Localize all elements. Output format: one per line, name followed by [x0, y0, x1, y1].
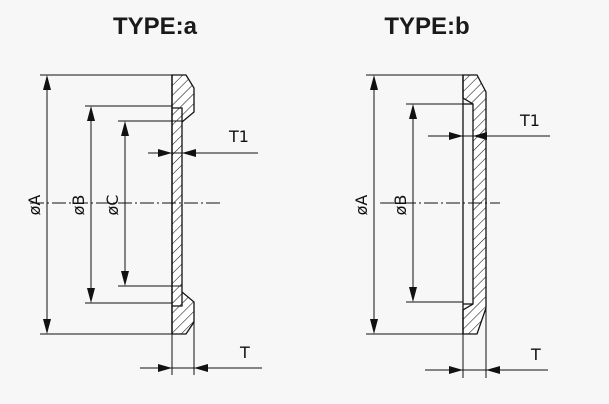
type-a-dim-t1-arrow-right	[182, 149, 196, 157]
type-a-dim-b-arrow-top	[87, 106, 95, 121]
type-b-dim-t1-arrow-left	[449, 132, 463, 140]
type-a-dim-a-arrow-bottom	[43, 319, 51, 334]
type-b-dim-t1-arrow-right	[473, 132, 487, 140]
type-a-dim-t-arrow-left	[158, 364, 172, 372]
type-b-dim-a-arrow-top	[370, 75, 378, 90]
type-a-dim-a-arrow-top	[43, 75, 51, 90]
type-b-title: TYPE:b	[384, 13, 469, 40]
type-b-dim-a-arrow-bottom	[370, 319, 378, 334]
type-a-dim-t1-arrow-left	[158, 149, 172, 157]
type-b-label-t: T	[530, 345, 541, 364]
type-a-label-t: T	[239, 343, 250, 362]
type-b-label-t1: T1	[519, 111, 540, 130]
type-a-cap-section	[171, 74, 195, 335]
type-b-label-b: øB	[391, 195, 410, 216]
type-a-label-a: øA	[25, 195, 44, 216]
type-b-cap-section	[462, 74, 487, 335]
type-a-groove-top	[172, 107, 183, 122]
type-a-dim-c-arrow-top	[121, 121, 129, 136]
type-b-dim-t-arrow-left	[449, 366, 463, 374]
type-a-drawing: TYPE:a øA øB øC T1	[25, 13, 262, 375]
type-a-dim-t-arrow-right	[194, 364, 208, 372]
type-a-label-t1: T1	[228, 127, 249, 146]
type-b-dim-b-arrow-bottom	[409, 287, 417, 302]
type-b-drawing: TYPE:b øA øB T1 T	[352, 13, 550, 378]
type-a-dim-c-arrow-bottom	[121, 271, 129, 286]
type-a-title: TYPE:a	[113, 13, 198, 40]
type-b-dim-t-arrow-right	[486, 366, 500, 374]
type-a-label-c: øC	[103, 195, 122, 216]
type-a-groove-bottom	[172, 292, 183, 307]
type-b-label-a: øA	[352, 195, 371, 216]
type-a-label-b: øB	[69, 195, 88, 216]
type-b-dim-b-arrow-top	[409, 104, 417, 119]
type-a-dim-b-arrow-bottom	[87, 288, 95, 303]
